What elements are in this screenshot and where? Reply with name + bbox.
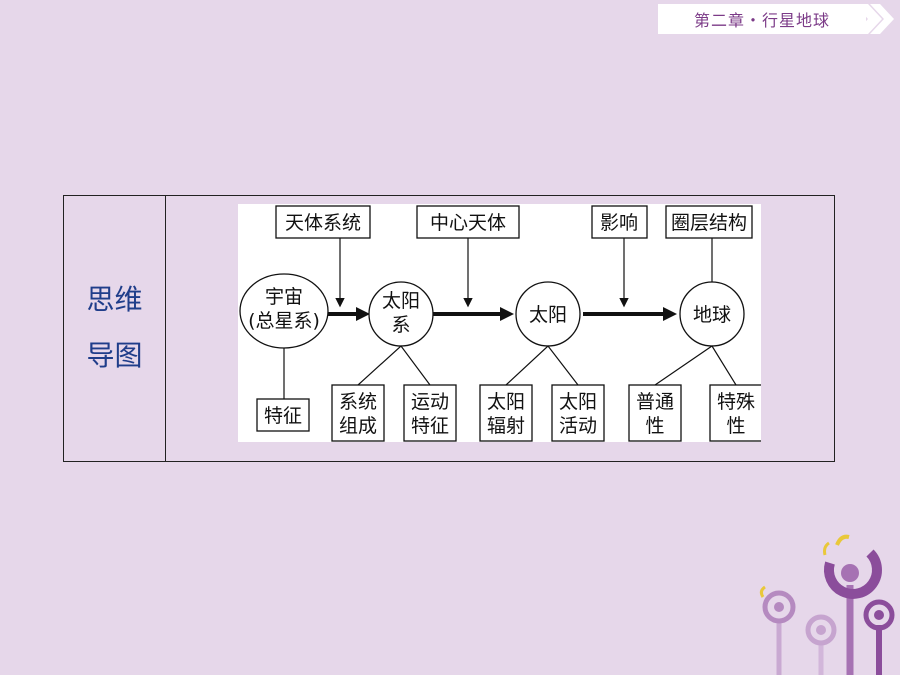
svg-text:太阳: 太阳 — [559, 391, 597, 413]
svg-text:天体系统: 天体系统 — [285, 212, 361, 234]
main-arrow-1 — [327, 307, 370, 321]
top-box-celestial-system: 天体系统 — [275, 205, 371, 239]
svg-text:太阳: 太阳 — [487, 391, 525, 413]
svg-text:宇宙: 宇宙 — [265, 286, 303, 308]
node-universe: 宇宙 (总星系) — [239, 273, 329, 349]
svg-text:圈层结构: 圈层结构 — [671, 212, 747, 234]
top-box-influence: 影响 — [591, 205, 648, 239]
bottom-box-motion-feature: 运动 特征 — [403, 384, 457, 442]
svg-text:太阳: 太阳 — [382, 290, 420, 312]
chapter-tab: 第二章・行星地球 — [658, 4, 866, 34]
chapter-title: 第二章・行星地球 — [693, 11, 830, 30]
svg-text:太阳: 太阳 — [529, 304, 567, 326]
chevron-right-icon — [854, 4, 894, 34]
connector-sun-branches — [505, 345, 579, 386]
mindmap-table — [63, 195, 835, 462]
svg-text:性: 性 — [645, 415, 664, 437]
connector-earth-branches — [654, 345, 737, 386]
bottom-box-solar-activity: 太阳 活动 — [551, 384, 605, 442]
svg-text:性: 性 — [726, 415, 745, 437]
mindmap-label: 思维 导图 — [63, 196, 166, 460]
svg-text:特征: 特征 — [411, 415, 449, 437]
node-earth: 地球 — [679, 281, 745, 347]
bottom-box-solar-radiation: 太阳 辐射 — [479, 384, 533, 442]
main-arrow-2 — [433, 307, 514, 321]
bottom-box-particularity: 特殊 性 — [709, 384, 761, 442]
svg-text:地球: 地球 — [693, 304, 731, 326]
svg-text:特征: 特征 — [264, 405, 302, 427]
bottom-box-commonality: 普通 性 — [628, 384, 682, 442]
svg-text:特殊: 特殊 — [717, 391, 755, 413]
label-line-1: 思维 — [86, 283, 143, 316]
concept-diagram: 天体系统 中心天体 影响 圈层结构 — [238, 204, 761, 442]
node-solar-system: 太阳 系 — [368, 281, 434, 347]
table-left-border — [63, 195, 64, 461]
bottom-box-system-composition: 系统 组成 — [331, 384, 385, 442]
label-line-2: 导图 — [86, 339, 143, 372]
svg-text:运动: 运动 — [411, 391, 449, 413]
svg-text:系统: 系统 — [339, 391, 377, 413]
top-box-layer-structure: 圈层结构 — [665, 205, 753, 239]
svg-text:系: 系 — [391, 314, 410, 336]
top-box-central-body: 中心天体 — [416, 205, 520, 239]
node-sun: 太阳 — [515, 281, 581, 347]
flower-ornament-icon — [759, 534, 895, 675]
svg-text:中心天体: 中心天体 — [430, 212, 506, 234]
diagram-canvas: 天体系统 中心天体 影响 圈层结构 — [239, 205, 761, 442]
svg-text:(总星系): (总星系) — [248, 310, 320, 332]
main-arrow-3 — [583, 307, 677, 321]
svg-text:活动: 活动 — [559, 415, 597, 437]
bottom-box-feature: 特征 — [256, 398, 310, 432]
table-divider — [165, 195, 166, 461]
svg-text:辐射: 辐射 — [487, 415, 525, 437]
svg-text:普通: 普通 — [636, 391, 674, 413]
connector-solar-system-branches — [357, 345, 431, 386]
table-right-border — [834, 195, 835, 461]
svg-text:组成: 组成 — [339, 415, 377, 437]
svg-text:影响: 影响 — [600, 212, 638, 234]
